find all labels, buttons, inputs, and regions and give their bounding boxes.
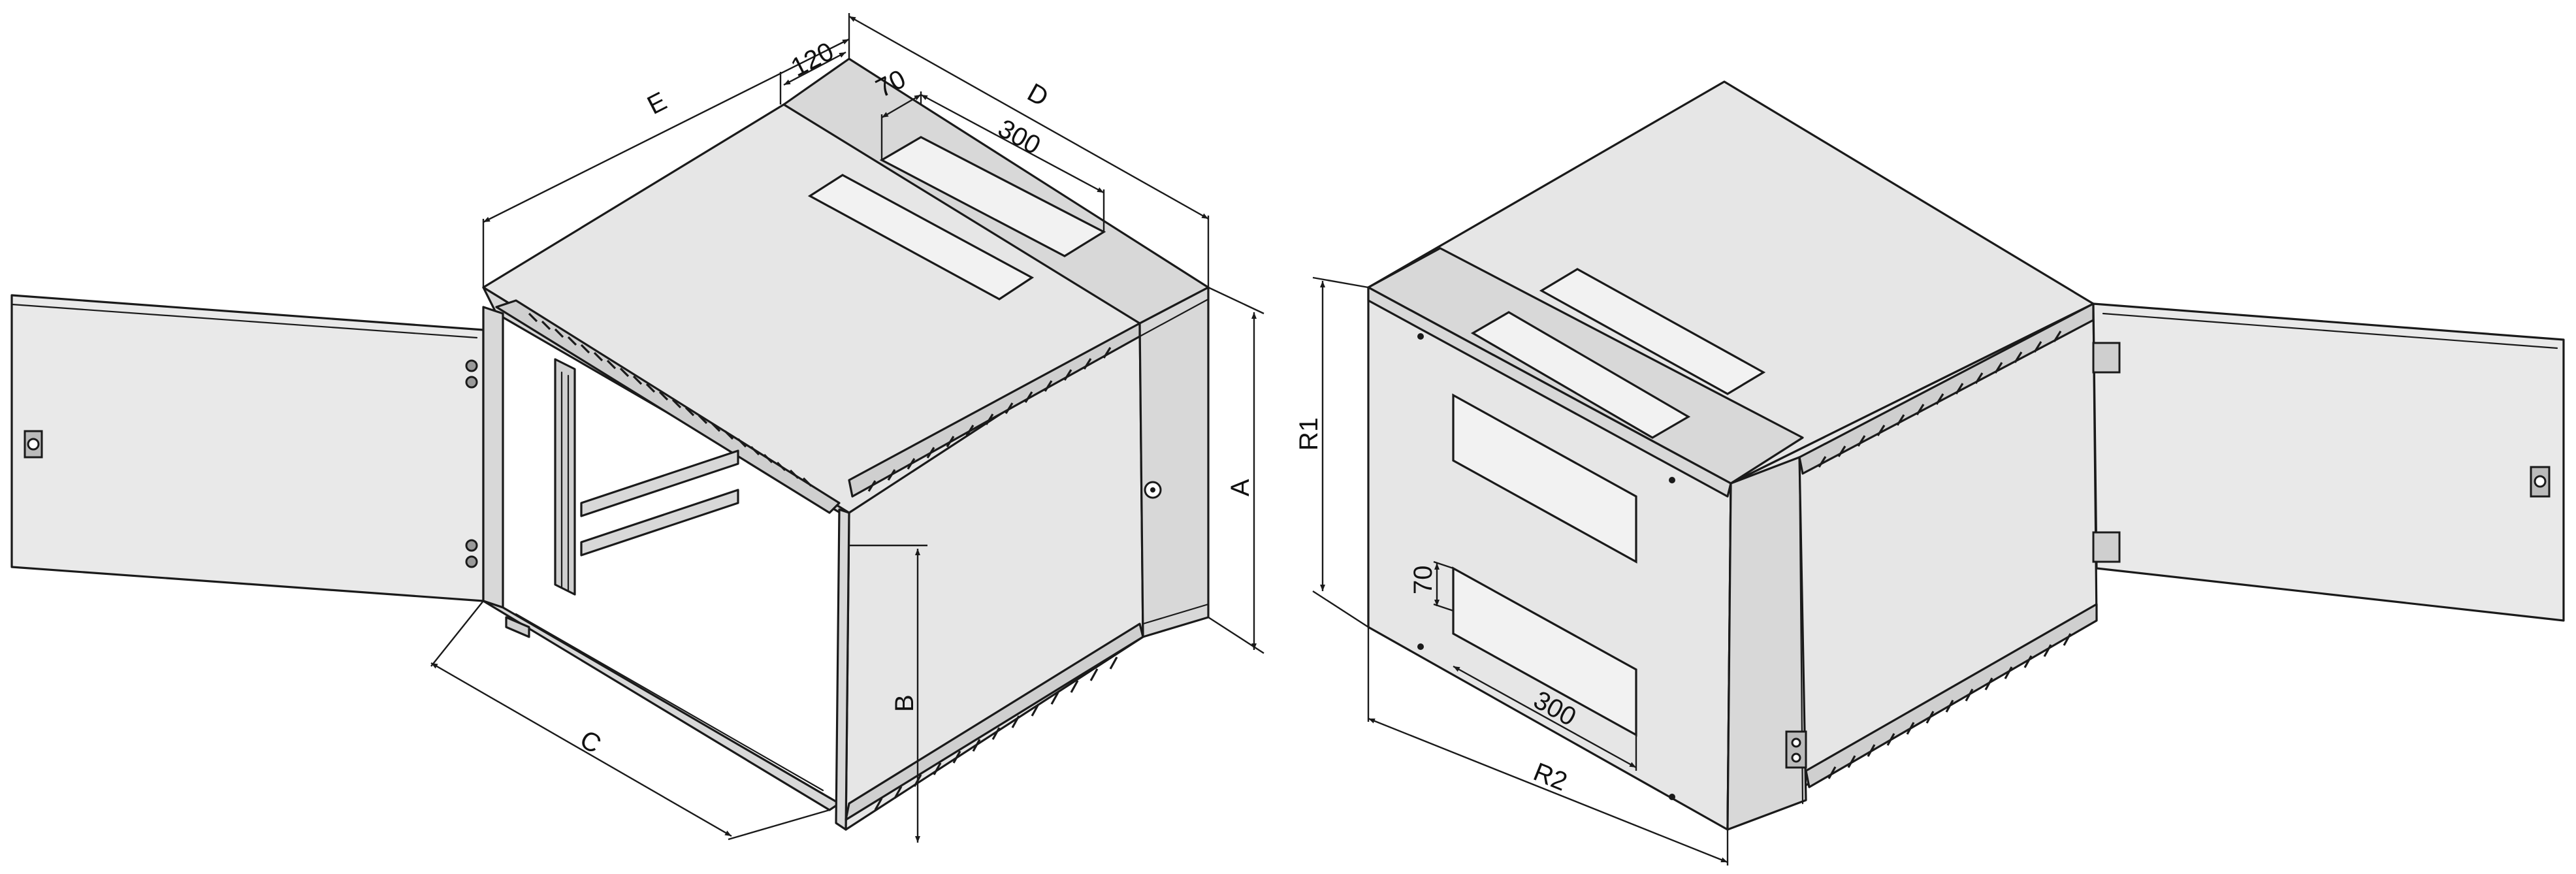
door-lock-icon: [24, 430, 43, 459]
right-cabinet: R1 70 300 R2: [1295, 80, 2565, 866]
left-cabinet: E 120 D 70 300 A B C: [10, 13, 1264, 843]
dim-label-E: E: [643, 87, 671, 120]
dim-label-R2: R2: [1530, 758, 1571, 797]
rear-vent-slot-upper: [1452, 393, 1637, 564]
right-hinge-icon: [1785, 730, 1807, 769]
dim-label-70-side: 70: [1409, 566, 1438, 595]
dim-label-300-top: 300: [993, 114, 1046, 160]
dim-label-C: C: [575, 725, 606, 760]
dim-label-A: A: [1226, 479, 1255, 496]
side-vent-hatching-top: [867, 347, 1112, 492]
dim-label-D: D: [1023, 78, 1054, 112]
dim-label-R1: R1: [1295, 417, 1323, 451]
right-vent-hatching-bottom: [1827, 633, 2072, 779]
dim-label-B: B: [890, 694, 919, 712]
left-open-door: [10, 294, 485, 602]
right-door-lock-icon: [2530, 466, 2551, 498]
right-open-door: [2092, 302, 2565, 622]
side-lock-icon: [1144, 481, 1162, 499]
right-vent-hatching-top: [1818, 331, 2062, 468]
front-vent-hatching: [528, 312, 813, 487]
hinge-icon: [465, 359, 478, 568]
right-top-vent-slot: [1539, 268, 1766, 395]
side-vent-hatching-bottom: [874, 656, 1118, 811]
